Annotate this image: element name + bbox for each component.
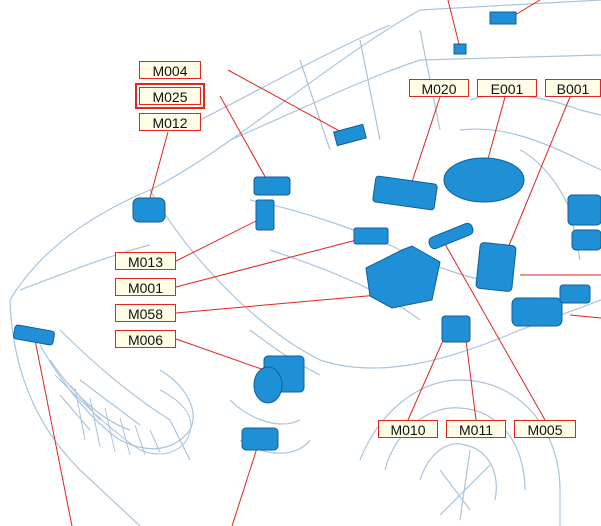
module-m006 [253,355,305,404]
module-front-left [13,324,55,346]
leader-bottom-left [34,339,73,526]
leader-m006 [175,338,271,373]
leader-m011 [465,339,477,421]
leader-m058 [175,294,379,314]
leader-bottom-center [231,444,259,526]
leader-m004 [227,69,346,135]
leader-lines [34,0,601,526]
leader-m013 [175,217,263,262]
module-m001 [353,227,389,245]
leader-m020 [409,96,441,189]
callout-m010: M010 [378,420,438,438]
car-outline [9,0,601,526]
module-b001 [475,242,517,292]
module-top-right [489,11,517,25]
callout-m058: M058 [115,304,176,322]
module-front-bottom [241,427,279,451]
leader-right-low [569,314,601,319]
callout-m020: M020 [409,79,469,97]
module-m005 [428,222,474,250]
callout-m011: M011 [446,420,506,438]
callout-m006: M006 [115,330,176,348]
module-m020 [372,175,438,211]
callout-m005: M005 [514,420,576,438]
callout-m025: M025 [135,83,205,109]
leader-m001 [175,236,369,288]
module-m010-m011 [441,315,471,343]
module-top [453,43,467,55]
module-e001 [443,157,525,203]
module-right-upper [567,194,601,251]
callout-m012: M012 [139,113,201,131]
callout-m013: M013 [115,252,176,270]
module-m004 [333,123,367,147]
module-m013 [255,199,275,231]
module-m025 [253,176,291,196]
leader-m025 [219,95,269,183]
modules [13,11,601,451]
leader-m010 [407,335,446,421]
callout-e001: E001 [477,79,537,97]
leader-top [447,0,461,49]
leader-m012 [147,131,169,206]
callout-b001: B001 [545,79,601,97]
module-m058 [365,245,441,309]
front-grille [54,374,192,456]
callout-m004: M004 [139,61,201,79]
leader-m005 [444,243,546,421]
leader-b001 [507,96,571,249]
module-right-lower [511,284,591,327]
callout-m001: M001 [115,278,176,296]
module-m012 [132,197,166,223]
